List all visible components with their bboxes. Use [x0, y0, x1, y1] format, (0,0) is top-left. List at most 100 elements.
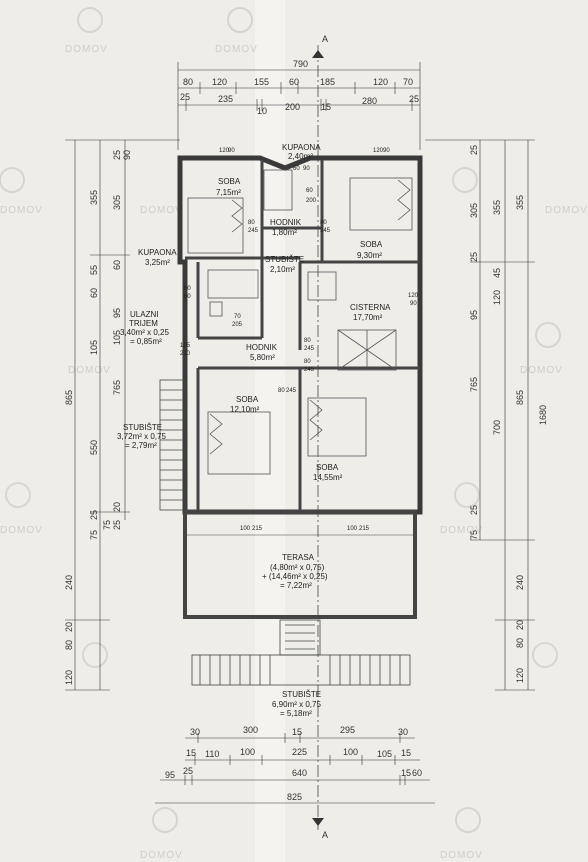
right-dim: 355	[515, 195, 525, 210]
door-label: 245	[248, 228, 259, 234]
room-ulazni-area: 3,40m² x 0,25	[120, 328, 169, 337]
door-label: 60	[306, 188, 313, 194]
door-label: 100	[240, 526, 251, 532]
door-label: 215	[359, 526, 370, 532]
bottom-dim: 30	[190, 727, 200, 737]
top-dim: 235	[218, 94, 233, 104]
room-stubiste-left-area: 3,72m² x 0,75	[117, 432, 166, 441]
exterior-walls	[177, 155, 423, 515]
door-label: 120	[408, 293, 419, 299]
right-dim: 305	[469, 203, 479, 218]
room-ulazni-eq: = 0,85m²	[130, 337, 162, 346]
door-label: 60	[184, 294, 191, 300]
bottom-dimension-values: 30 300 15 295 30 15 110 100 225 100 105 …	[165, 725, 422, 802]
room-ulazni-name: ULAZNI	[130, 310, 158, 319]
door-label: 200	[306, 198, 317, 204]
right-dim: 25	[469, 145, 479, 155]
left-dim: 20	[64, 622, 74, 632]
door-label: 60	[184, 286, 191, 292]
door-label: 90	[383, 148, 390, 154]
room-stubiste-top-area: 2,10m²	[270, 265, 295, 274]
left-dim: 240	[64, 575, 74, 590]
bottom-dim: 100	[240, 747, 255, 757]
door-label: 80	[304, 359, 311, 365]
right-dim: 45	[492, 268, 502, 278]
top-dim: 120	[373, 77, 388, 87]
left-dim: 865	[64, 390, 74, 405]
right-dim: 120	[492, 290, 502, 305]
stairs-bottom	[191, 619, 411, 686]
right-dim: 25	[469, 505, 479, 515]
right-dim: 80	[515, 638, 525, 648]
door-label: 205	[232, 322, 243, 328]
left-dim: 550	[89, 440, 99, 455]
bottom-dim: 15	[292, 727, 302, 737]
left-dim: 105	[89, 340, 99, 355]
bottom-dim: 825	[287, 792, 302, 802]
room-hodnik-top-name: HODNIK	[270, 218, 302, 227]
bottom-dim: 300	[243, 725, 258, 735]
right-dim: 1680	[538, 405, 548, 425]
room-kupaona-top-area: 2,40m²	[288, 152, 313, 161]
room-terasa-eq: = 7,22m²	[280, 581, 312, 590]
watermark-text: DOMOV	[520, 365, 563, 376]
right-dim: 240	[515, 575, 525, 590]
left-dim: 105	[112, 330, 122, 345]
top-dim: 120	[212, 77, 227, 87]
watermark-text: DOMOV	[65, 44, 108, 55]
left-dim: 60	[112, 260, 122, 270]
right-dim: 865	[515, 390, 525, 405]
left-dim: 20	[112, 502, 122, 512]
door-label: 60	[293, 166, 300, 172]
room-terasa-name: TERASA	[282, 553, 315, 562]
right-dim: 355	[492, 200, 502, 215]
left-dim: 80	[64, 640, 74, 650]
section-marker-bottom: A	[322, 830, 328, 840]
room-stubiste-bottom-name: STUBIŠTE	[282, 690, 321, 699]
left-dim: 25	[112, 150, 122, 160]
left-dim: 355	[89, 190, 99, 205]
left-dim: 55	[89, 265, 99, 275]
room-soba4-area: 14,55m²	[313, 473, 343, 482]
door-label: 245	[304, 346, 315, 352]
bottom-dim: 640	[292, 768, 307, 778]
bottom-dim: 110	[205, 749, 219, 759]
room-soba3-name: SOBA	[236, 395, 259, 404]
door-label: 80	[320, 220, 327, 226]
top-dim: 15	[321, 102, 331, 112]
room-kupaona-left-area: 3,25m²	[145, 258, 170, 267]
left-dim: 75	[102, 520, 112, 530]
left-dim: 95	[112, 308, 122, 318]
top-dim: 790	[293, 59, 308, 69]
room-labels: SOBA 7,15m² KUPAONA 2,40m² HODNIK 1,80m²…	[117, 143, 391, 718]
room-soba2-name: SOBA	[360, 240, 383, 249]
right-dim: 120	[515, 668, 525, 683]
right-dim: 75	[469, 530, 479, 540]
door-label: 80	[278, 388, 285, 394]
left-dim: 25	[89, 510, 99, 520]
door-label: 80	[248, 220, 255, 226]
door-labels: 120 90 60 90 120 90 80 245 80 245 60 200…	[180, 148, 419, 532]
door-label: 90	[410, 301, 417, 307]
bottom-dim: 15	[401, 768, 411, 778]
section-line-a: A A	[312, 34, 328, 840]
door-label: 90	[303, 166, 310, 172]
room-hodnik-mid-area: 5,80m²	[250, 353, 275, 362]
bottom-dim: 100	[343, 747, 358, 757]
door-label: 80	[304, 338, 311, 344]
door-label: 245	[286, 388, 297, 394]
left-dim: 765	[112, 380, 122, 395]
door-label: 90	[228, 148, 235, 154]
left-dim: 25	[112, 520, 122, 530]
watermark-text: DOMOV	[440, 525, 483, 536]
top-dimension-values: 790 80 120 155 60 185 120 70 25 235 10 2…	[180, 59, 419, 116]
watermark-text: DOMOV	[140, 205, 183, 216]
top-dim: 25	[409, 94, 419, 104]
door-label: 120	[219, 148, 230, 154]
door-label: 105	[180, 343, 191, 349]
watermark-text: DOMOV	[68, 365, 111, 376]
room-soba3-area: 12,10m²	[230, 405, 260, 414]
terrace-outline	[183, 510, 417, 619]
room-stubiste-left-eq: = 2,79m²	[125, 441, 157, 450]
